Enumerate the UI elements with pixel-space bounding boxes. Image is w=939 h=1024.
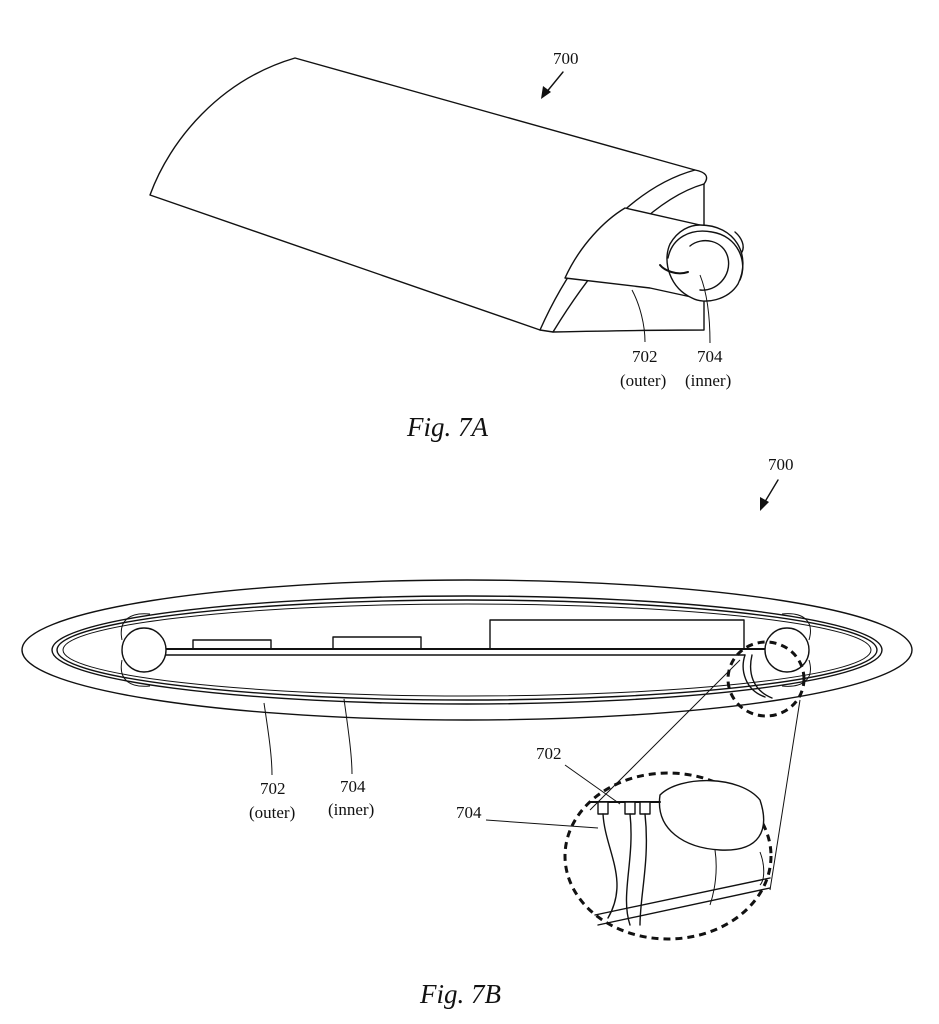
leader-702-7b: [263, 702, 273, 776]
detail-flex-1: [709, 849, 717, 906]
right-roller: [764, 627, 810, 673]
fig-7a: 700 702 (outer) 704 (inner) Fig. 7A: [149, 49, 744, 442]
left-roller-flex: [120, 613, 151, 687]
ref-700-7b-arrowhead: [760, 497, 769, 511]
outer-layer-702-ellipse: [51, 595, 883, 705]
detail-layer-704: [597, 887, 771, 926]
ref-inner-7b: (inner): [328, 800, 374, 819]
component-2: [332, 636, 422, 650]
caption-fig-7b: Fig. 7B: [419, 979, 501, 1009]
roll-flap: [734, 231, 744, 253]
detail-contact-2: [624, 801, 636, 815]
detail-wire-2: [625, 813, 632, 926]
projection-line-right: [769, 699, 801, 891]
roll-end: [666, 224, 744, 302]
ref-outer-7b: (outer): [249, 803, 295, 822]
caption-fig-7a: Fig. 7A: [406, 412, 488, 442]
ref-inner-7a: (inner): [685, 371, 731, 390]
detail-roller: [658, 779, 765, 851]
ref-700-7a: 700: [553, 49, 579, 68]
fig-7b: 700: [21, 455, 913, 1009]
inner-cavity-ellipse: [62, 603, 872, 697]
ref-702-7a: 702: [632, 347, 658, 366]
inner-layer-704-ellipse: [56, 599, 878, 701]
roll-spiral-2: [667, 230, 744, 281]
outer-shell-ellipse: [21, 579, 913, 721]
ref-700-7b: 700: [768, 455, 794, 474]
detail-wire-1: [602, 813, 618, 919]
ref-702-7b: 702: [260, 779, 286, 798]
detail-region-enlarged: [563, 771, 773, 941]
component-1: [192, 639, 272, 650]
detail-contact-3: [639, 801, 651, 815]
ref-704-detail: 704: [456, 803, 482, 822]
ref-704-7b: 704: [340, 777, 366, 796]
detail-region-small: [726, 640, 806, 718]
leader-704-7a: [699, 274, 711, 344]
leader-704-7b: [343, 698, 353, 775]
detail-contact-1: [597, 801, 609, 815]
leader-704-detail: [485, 819, 599, 829]
roll-spiral-3: [659, 264, 689, 275]
ref-700-7a-arrowhead: [541, 86, 551, 99]
detail-layer-702: [594, 877, 771, 916]
leader-702-detail: [564, 764, 621, 805]
detail-flex-2: [759, 851, 765, 886]
ref-702-detail: 702: [536, 744, 562, 763]
left-roller: [121, 627, 167, 673]
roll-spiral-1: [689, 239, 730, 291]
ref-704-7a: 704: [697, 347, 723, 366]
leader-702-7a: [631, 289, 646, 343]
component-3: [489, 619, 745, 650]
connector-wires: [742, 654, 773, 699]
detail-wire-3: [639, 813, 648, 926]
ref-outer-7a: (outer): [620, 371, 666, 390]
